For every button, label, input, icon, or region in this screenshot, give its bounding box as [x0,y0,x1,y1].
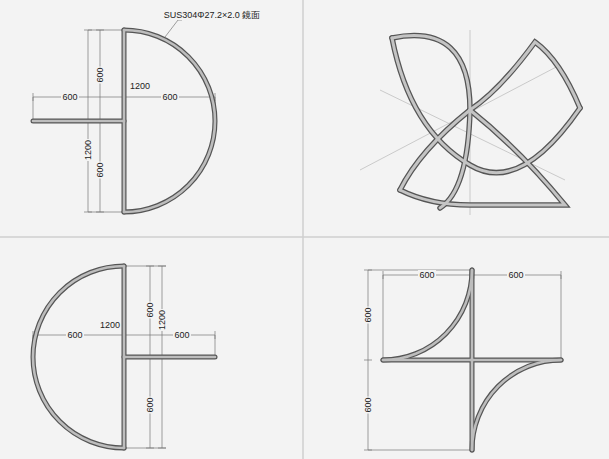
dimension-label: 600 [95,66,105,83]
dimension-label: 600 [363,306,373,323]
dimension-label: 1200 [99,320,121,330]
dimension-label: 600 [418,270,435,280]
dimension-label: 1200 [83,139,93,161]
dimension-label: 600 [61,92,78,102]
dimension-label: 1200 [157,309,167,331]
dimension-label: 600 [161,92,178,102]
dimension-label: 600 [173,330,190,340]
dimension-label: 600 [66,330,83,340]
dimension-label: 600 [507,270,524,280]
dimension-label: 600 [145,396,155,413]
dimension-label: 600 [363,396,373,413]
dimension-label: 1200 [129,81,151,91]
dimension-label: 600 [145,301,155,318]
dimension-label: 600 [95,161,105,178]
material-callout: SUS304Φ27.2×2.0 鏡面 [163,10,262,20]
